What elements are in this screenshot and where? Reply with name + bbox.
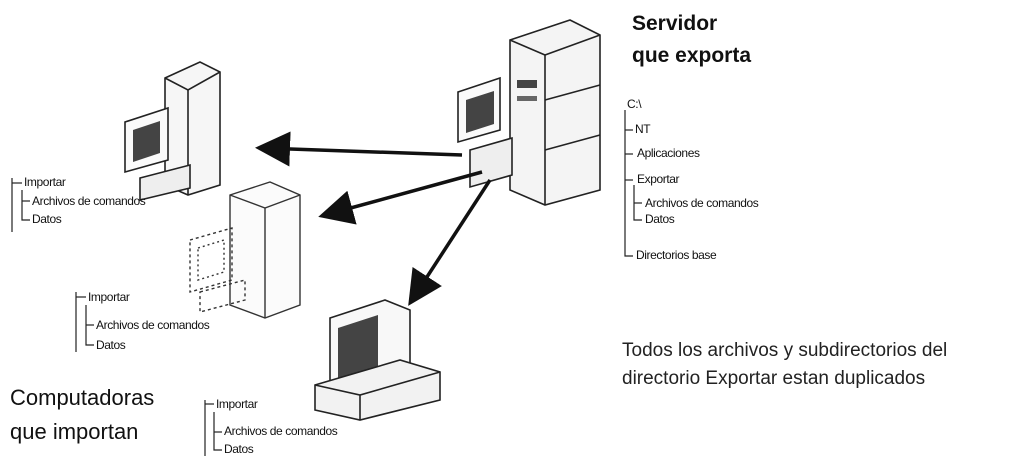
server-tree-lines <box>624 110 642 257</box>
clients-label-line2: que importan <box>10 419 139 444</box>
tree-archivos: Archivos de comandos <box>96 318 210 332</box>
tree-datos: Datos <box>96 338 126 352</box>
arrow-icon <box>318 170 483 225</box>
tree-exportar: Exportar <box>637 172 680 186</box>
tree-archivos: Archivos de comandos <box>32 194 146 208</box>
arrow-icon <box>255 131 463 167</box>
tree-importar: Importar <box>88 290 130 304</box>
caption-line1: Todos los archivos y subdirectorios del <box>622 340 948 361</box>
tree-archivos: Archivos de comandos <box>645 196 759 210</box>
arrow-icon <box>408 179 492 306</box>
desktop-computer-icon <box>124 61 221 202</box>
server-title-line1: Servidor <box>632 12 718 35</box>
client-tree3-lines <box>204 400 222 456</box>
clients-label-line1: Computadoras <box>10 385 155 410</box>
tree-datos: Datos <box>645 212 675 226</box>
crt-computer-icon <box>314 299 441 421</box>
tree-root: C:\ <box>627 97 642 111</box>
tree-directorios-base: Directorios base <box>636 248 717 262</box>
tree-nt: NT <box>635 122 651 136</box>
client-tree2-lines <box>75 292 94 352</box>
tree-aplicaciones: Aplicaciones <box>637 146 700 160</box>
server-title-line2: que exporta <box>632 44 752 67</box>
tower-computer-icon <box>189 181 301 319</box>
tree-archivos: Archivos de comandos <box>224 424 338 438</box>
tree-importar: Importar <box>24 175 66 189</box>
tree-datos: Datos <box>32 212 62 226</box>
caption-line2: directorio Exportar estan duplicados <box>622 368 926 389</box>
server-tower-icon <box>457 19 601 206</box>
tree-datos: Datos <box>224 442 254 456</box>
client-tree1-lines <box>11 178 30 232</box>
tree-importar: Importar <box>216 397 258 411</box>
